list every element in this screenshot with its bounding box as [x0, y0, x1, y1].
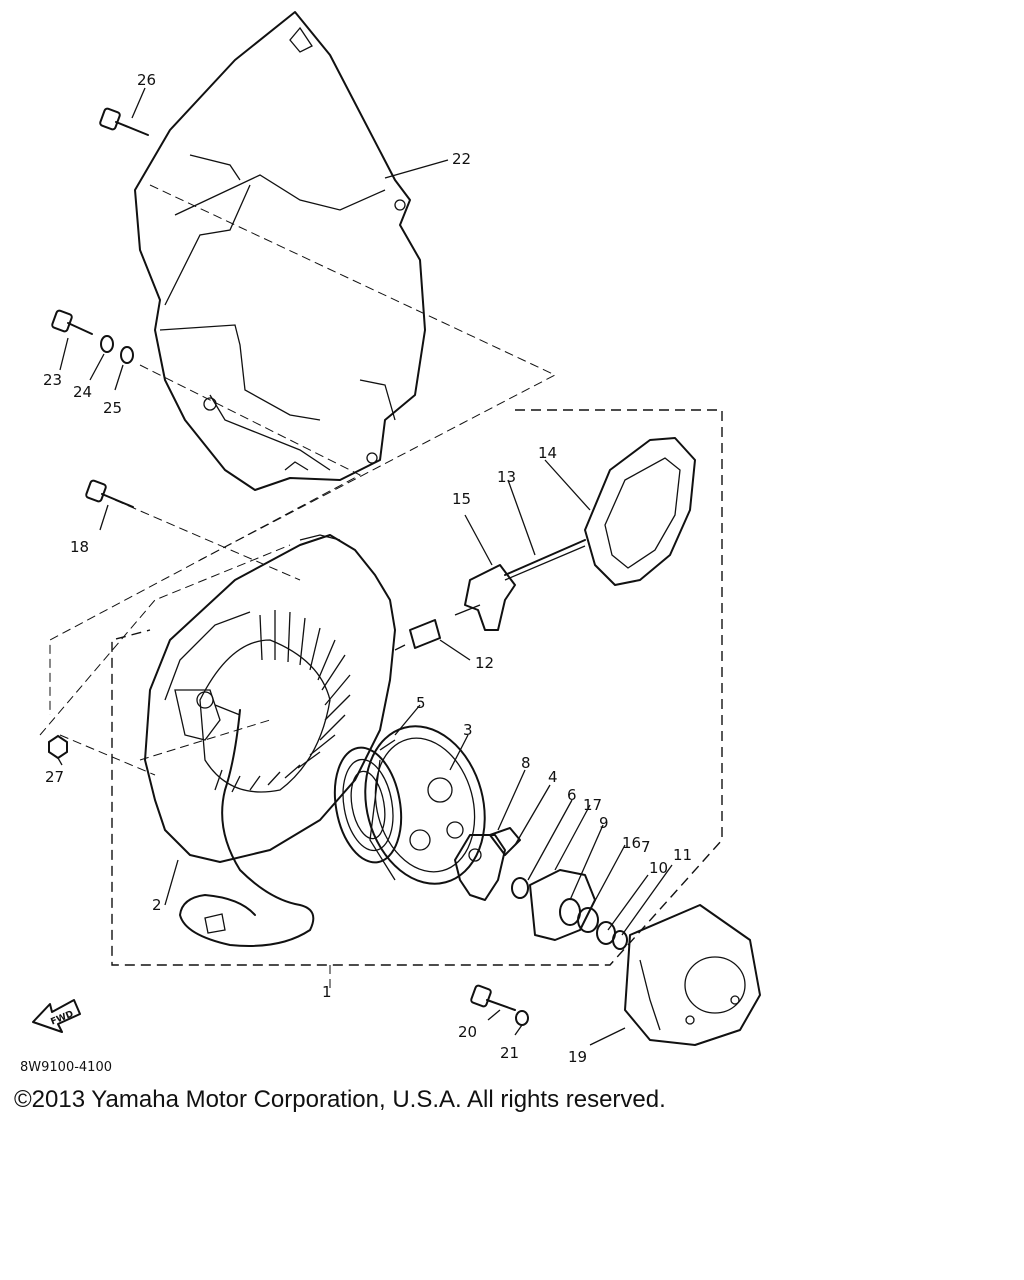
fan-cover-part [134, 11, 426, 491]
callout-20: 20 [458, 1023, 477, 1041]
callout-13: 13 [497, 468, 516, 486]
callout-25: 25 [103, 399, 122, 417]
callout-3: 3 [463, 721, 473, 739]
pulley-part [364, 725, 486, 885]
callout-26: 26 [137, 71, 156, 89]
fwd-arrow-icon: FWD [32, 999, 81, 1033]
callout-21: 21 [500, 1044, 519, 1062]
callout-9: 9 [599, 814, 609, 832]
starter-housing-part [144, 534, 396, 947]
callout-14: 14 [538, 444, 557, 462]
bolt-23 [51, 309, 93, 335]
callout-17: 17 [583, 796, 602, 814]
callout-labels: 1 2 3 4 5 6 7 8 9 10 11 12 13 14 15 16 1… [43, 71, 692, 1066]
assembly-outline [39, 184, 723, 990]
callout-6: 6 [567, 786, 577, 804]
callout-10: 10 [649, 859, 668, 877]
callout-5: 5 [416, 694, 426, 712]
copyright-notice: ©2013 Yamaha Motor Corporation, U.S.A. A… [14, 1086, 666, 1113]
callout-19: 19 [568, 1048, 587, 1066]
bolt-20 [470, 984, 516, 1011]
callout-1: 1 [322, 983, 332, 1001]
washer-24 [100, 335, 114, 353]
recoil-spring-part [333, 739, 403, 864]
callout-4: 4 [548, 768, 558, 786]
pawl-part [454, 834, 506, 901]
washer-25 [120, 346, 134, 364]
callout-15: 15 [452, 490, 471, 508]
callout-7: 7 [641, 838, 651, 856]
nut-27 [48, 734, 68, 760]
callout-12: 12 [475, 654, 494, 672]
leader-lines [57, 87, 673, 1046]
rope-handle-parts [394, 437, 696, 651]
callout-24: 24 [73, 383, 92, 401]
callout-16: 16 [622, 834, 641, 852]
callout-8: 8 [521, 754, 531, 772]
callout-2: 2 [152, 896, 162, 914]
small-hardware-parts [489, 827, 628, 950]
callout-27: 27 [45, 768, 64, 786]
diagram-code: 8W9100-4100 [20, 1060, 112, 1075]
bolt-18 [85, 479, 134, 508]
callout-23: 23 [43, 371, 62, 389]
washer-21 [515, 1010, 529, 1026]
callout-18: 18 [70, 538, 89, 556]
fastener-parts [48, 107, 529, 1026]
callout-11: 11 [673, 846, 692, 864]
bolt-26 [99, 107, 149, 136]
callout-22: 22 [452, 150, 471, 168]
starter-cup-part [624, 904, 761, 1046]
